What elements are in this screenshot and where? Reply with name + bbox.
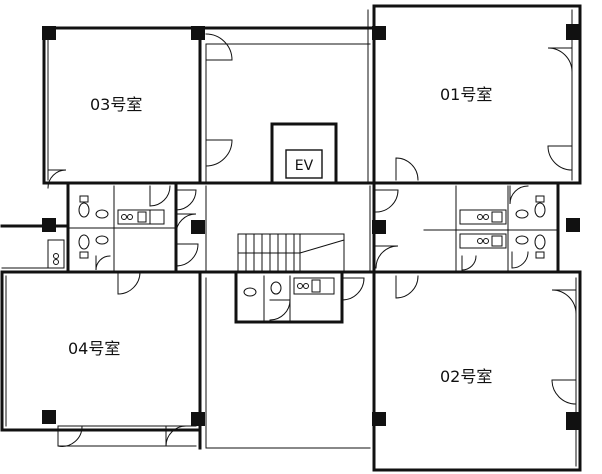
room-02-label: 02号室	[440, 367, 492, 386]
room-04-label: 04号室	[68, 339, 120, 358]
door-swings	[47, 33, 577, 447]
elevator-label: EV	[295, 158, 314, 174]
fixtures	[47, 195, 546, 297]
elevator-label-box	[285, 149, 323, 179]
staircase	[237, 233, 345, 273]
structural-walls	[0, 4, 582, 472]
room-03-label: 03号室	[90, 95, 142, 114]
room-01-label: 01号室	[440, 85, 492, 104]
columns	[42, 24, 580, 430]
